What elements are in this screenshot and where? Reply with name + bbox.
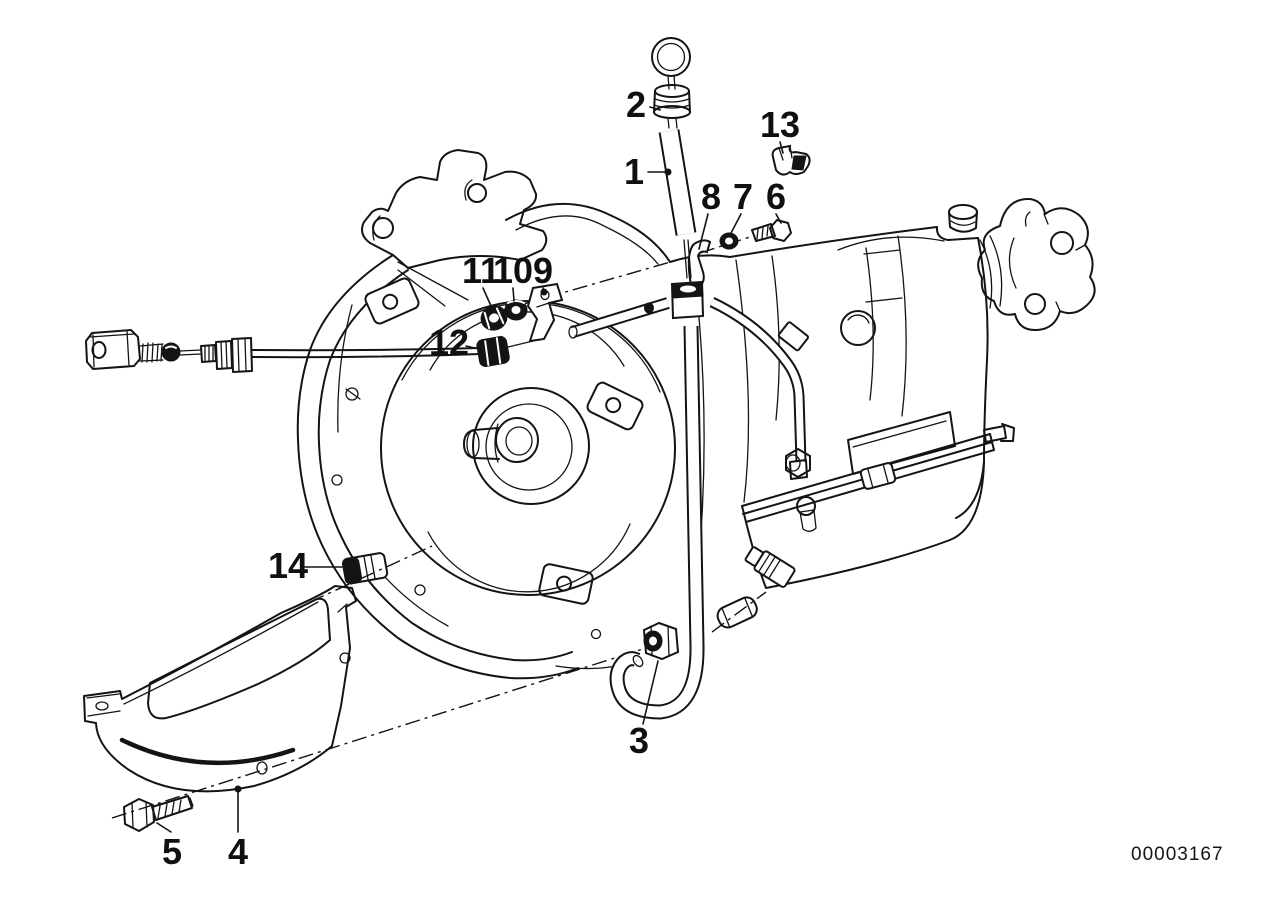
callout-6: 6 — [766, 176, 786, 224]
cable-nut — [480, 305, 508, 331]
dipstick-handle-ring — [651, 37, 691, 77]
callout-12-label: 12 — [429, 322, 469, 363]
callout-1: 1 — [624, 151, 672, 192]
upper-rib-arch — [505, 202, 671, 263]
callout-9-dot — [540, 288, 548, 296]
callout-6-leader — [775, 213, 782, 224]
callout-9: 9 — [533, 250, 553, 296]
cable-mounting-parts — [476, 282, 670, 367]
callout-3-label: 3 — [629, 720, 649, 761]
drain-plug — [785, 448, 811, 478]
case-port — [840, 310, 876, 346]
callout-9-label: 9 — [533, 250, 553, 291]
kickdown-cable — [85, 329, 480, 373]
transmission-body — [669, 197, 1096, 629]
dipstick-assembly — [609, 37, 705, 720]
cable-grommet — [476, 336, 510, 367]
callout-8-leader — [698, 213, 709, 250]
torque-converter — [380, 300, 676, 596]
callout-13-label: 13 — [760, 104, 800, 145]
callout-2-leader — [649, 106, 661, 111]
callout-10-leader — [512, 287, 515, 302]
tube-nut — [642, 621, 680, 661]
callout-3: 3 — [629, 660, 659, 761]
callout-11: 11 — [462, 250, 500, 307]
breather-cap — [948, 204, 978, 220]
cover-plate — [83, 585, 357, 793]
output-flange — [977, 197, 1096, 332]
callout-7-leader — [729, 213, 742, 236]
cooler-fitting — [744, 546, 796, 588]
callout-2: 2 — [626, 84, 661, 125]
callout-4-dot — [234, 785, 242, 793]
callout-11-leader — [482, 287, 492, 307]
callout-5: 5 — [156, 822, 182, 872]
callout-4-label: 4 — [228, 831, 248, 872]
callout-2-label: 2 — [626, 84, 646, 125]
callout-12: 12 — [429, 322, 480, 363]
diagram-id-code: 00003167 — [1131, 844, 1224, 865]
callout-6-label: 6 — [766, 176, 786, 217]
callout-8-label: 8 — [701, 176, 721, 217]
rim-lug — [364, 277, 420, 325]
cable-washer — [504, 299, 528, 321]
bell-housing — [296, 149, 671, 680]
callout-1-label: 1 — [624, 151, 644, 192]
washer — [719, 232, 739, 250]
callout-8: 8 — [698, 176, 721, 250]
cable-housing — [251, 347, 480, 352]
callout-7-label: 7 — [733, 176, 753, 217]
dipstick-cap — [653, 84, 691, 129]
callout-11-label: 11 — [462, 250, 500, 291]
mount-bolt — [123, 795, 194, 832]
bolt — [769, 219, 792, 242]
filler-plug — [342, 552, 389, 585]
callout-13: 13 — [760, 104, 800, 154]
holding-bracket — [526, 282, 564, 343]
spacer-sleeve — [716, 596, 758, 629]
callout-10: 10 — [493, 250, 533, 302]
converter-hub-shaft — [463, 427, 500, 460]
callout-3-leader — [642, 660, 659, 725]
callout-1-dot — [664, 168, 672, 176]
callout-5-leader — [156, 822, 172, 833]
callout-4: 4 — [228, 785, 248, 872]
callout-5-label: 5 — [162, 831, 182, 872]
tube-socket — [670, 280, 705, 320]
top-mounting-ears — [361, 149, 548, 269]
callout-7: 7 — [729, 176, 753, 236]
callout-12-leader — [465, 345, 480, 350]
clip-and-bolt-parts — [687, 144, 811, 292]
callout-10-label: 10 — [493, 250, 533, 291]
callout-13-leader — [779, 141, 784, 154]
callout-14-label: 14 — [268, 545, 308, 586]
rim-lug — [586, 381, 644, 431]
callout-14: 14 — [268, 545, 343, 586]
